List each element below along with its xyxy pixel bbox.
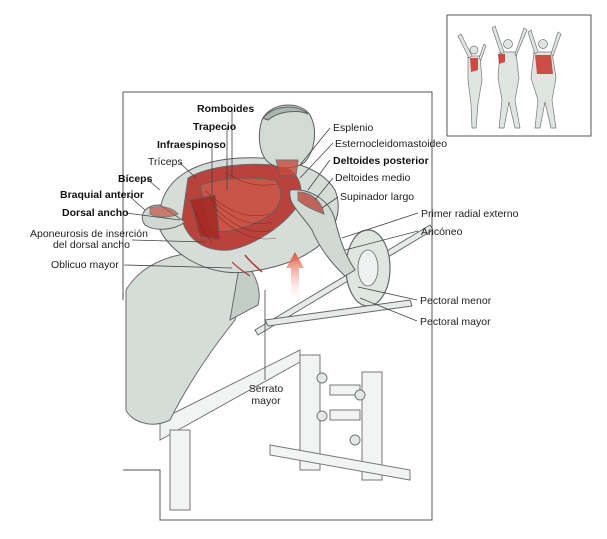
label-deltoides-posterior: Deltoides posterior (333, 155, 429, 167)
label-dorsal-ancho: Dorsal ancho (62, 207, 129, 219)
leader-lines (123, 110, 419, 380)
label-esternocleidomastoideo: Esternocleidomastoideo (335, 138, 448, 150)
label-serrato-line2: mayor (251, 395, 281, 407)
label-triceps: Tríceps (148, 156, 183, 168)
label-infraespinoso: Infraespinoso (157, 139, 226, 151)
illustration-frame (122, 91, 433, 521)
label-supinador-largo: Supinador largo (340, 191, 415, 203)
label-serrato-line1: Serrato (248, 383, 284, 395)
label-aponeurosis-line2: del dorsal ancho (52, 239, 130, 251)
label-deltoides-medio: Deltoides medio (335, 172, 411, 184)
label-braquial-anterior: Braquial anterior (60, 189, 145, 201)
torso (141, 104, 356, 277)
bench (159, 349, 411, 511)
label-esplenio: Esplenio (333, 122, 374, 134)
lift-arrow (286, 252, 304, 300)
label-pectoral-menor: Pectoral menor (420, 295, 492, 307)
inset-highlight (470, 54, 553, 74)
label-pectoral-mayor: Pectoral mayor (420, 316, 491, 328)
label-aponeurosis-line1: Aponeurosis de inserción (30, 228, 148, 240)
leg-body (125, 252, 260, 425)
label-anconeo: Ancóneo (421, 226, 463, 238)
label-primer-radial-externo: Primer radial externo (421, 208, 519, 220)
label-biceps: Bíceps (118, 173, 153, 185)
label-oblicuo-mayor: Oblicuo mayor (51, 259, 119, 271)
barbell (254, 224, 434, 336)
label-romboides: Romboides (197, 103, 255, 115)
label-trapecio: Trapecio (193, 121, 237, 133)
